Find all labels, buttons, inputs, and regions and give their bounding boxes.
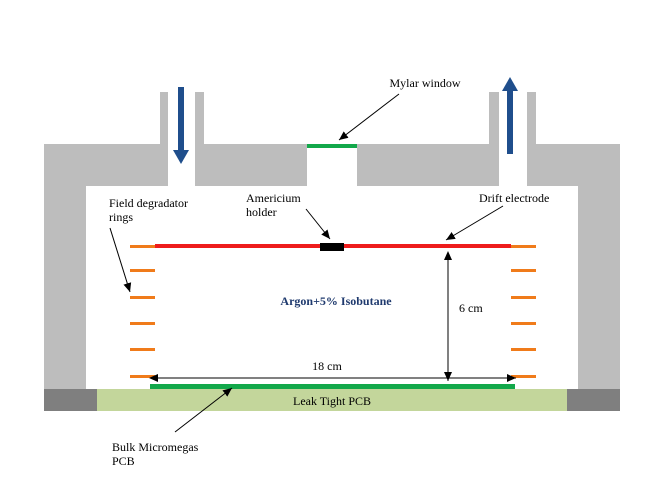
drift-electrode-label: Drift electrode (479, 191, 549, 205)
americium-holder-label-line1: Americium (246, 191, 301, 205)
field-ring (511, 269, 536, 272)
base-right-dark (567, 389, 620, 411)
outlet-pipe-right-wall (527, 92, 536, 144)
field-degradator-label-line1: Field degradator (109, 196, 188, 210)
left-side-wall (44, 186, 86, 389)
americium-holder (320, 243, 344, 251)
micromegas-pointer (174, 387, 233, 433)
field-degradator-rings-right (511, 245, 536, 378)
field-ring (130, 348, 155, 351)
top-middle-right-wall (357, 144, 499, 186)
mylar-window-pointer (338, 93, 400, 141)
field-degradator-rings-left (130, 245, 155, 378)
leak-tight-pcb-label: Leak Tight PCB (293, 394, 371, 408)
field-ring (511, 296, 536, 299)
inlet-pipe-right-wall (195, 92, 204, 144)
field-ring (130, 269, 155, 272)
top-middle-left-wall (195, 144, 307, 186)
gas-mixture-label: Argon+5% Isobutane (280, 294, 392, 308)
field-degradator-pointer (109, 227, 132, 293)
mylar-window (307, 144, 357, 148)
americium-holder-label-line2: holder (246, 205, 277, 219)
base-left-dark (44, 389, 97, 411)
drift-electrode-pointer (445, 205, 504, 241)
field-ring (511, 348, 536, 351)
field-ring (511, 375, 536, 378)
chamber-walls (44, 92, 620, 389)
height-dimension-label: 6 cm (459, 301, 483, 315)
leak-tight-pcb (97, 389, 567, 411)
outlet-pipe-left-wall (489, 92, 499, 144)
top-right-wall (527, 144, 620, 186)
field-ring (511, 245, 536, 248)
field-degradator-label-line2: rings (109, 210, 133, 224)
right-side-wall (578, 186, 620, 389)
top-left-wall (44, 144, 168, 186)
arrow-up-icon (502, 77, 518, 154)
bulk-micromegas (150, 384, 515, 389)
field-ring (511, 322, 536, 325)
micromegas-label-line2: PCB (112, 454, 135, 468)
americium-holder-pointer (305, 208, 331, 240)
field-ring (130, 375, 155, 378)
width-dimension-label: 18 cm (312, 359, 342, 373)
mylar-window-label: Mylar window (390, 76, 461, 90)
arrow-down-icon (173, 87, 189, 164)
micromegas-label-line1: Bulk Micromegas (112, 440, 199, 454)
field-ring (130, 245, 155, 248)
inlet-pipe-left-wall (160, 92, 168, 144)
field-ring (130, 296, 155, 299)
field-ring (130, 322, 155, 325)
